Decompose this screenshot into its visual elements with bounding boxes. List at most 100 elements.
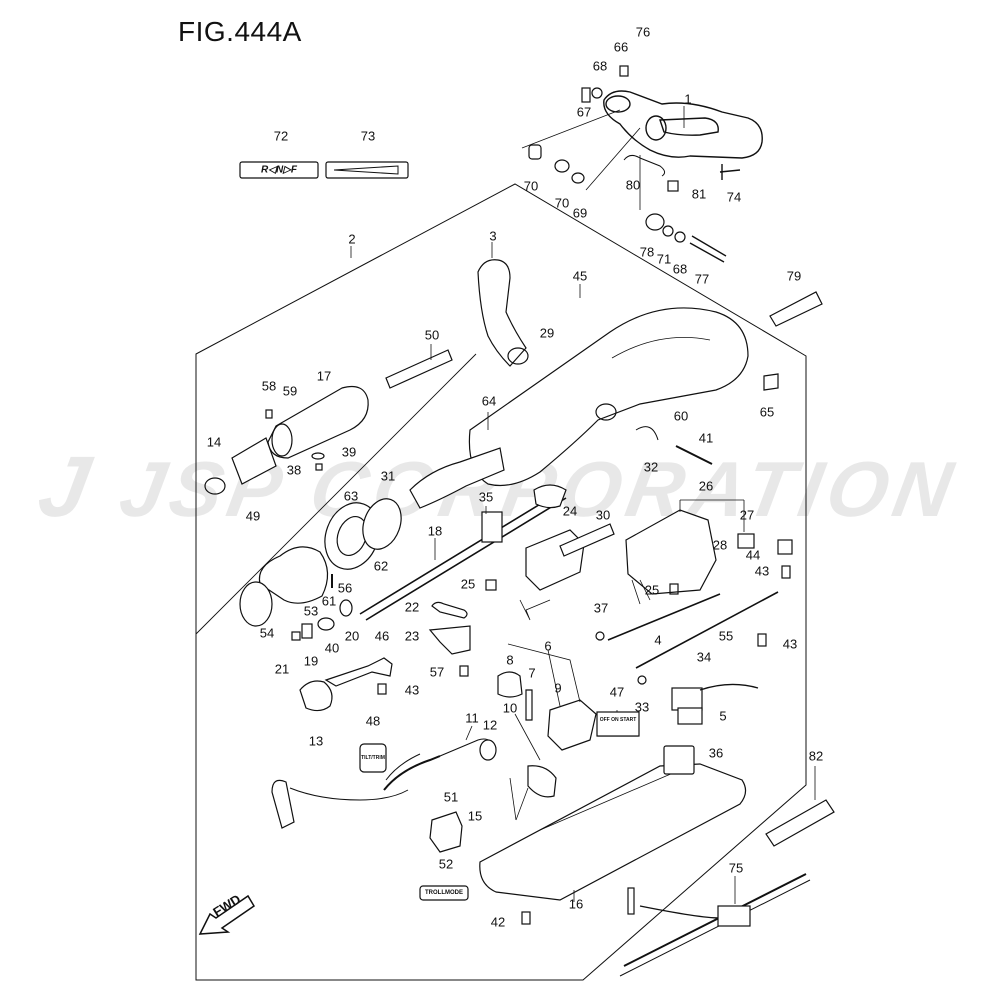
trim-decal-plate — [325, 161, 409, 179]
callout-6: 6 — [544, 638, 552, 654]
callout-75: 75 — [728, 860, 744, 876]
lock-tag-text: TROLLMODE — [425, 890, 463, 896]
callout-38: 38 — [286, 462, 302, 478]
callout-79: 79 — [786, 268, 802, 284]
callout-36: 36 — [708, 745, 724, 761]
callout-53: 53 — [303, 603, 319, 619]
callout-39: 39 — [341, 444, 357, 460]
callout-68b: 68 — [672, 261, 688, 277]
callout-78: 78 — [639, 244, 655, 260]
callout-69: 69 — [572, 205, 588, 221]
figure-title: FIG.444A — [178, 16, 302, 47]
callout-72: 72 — [273, 128, 289, 144]
small-fasteners — [377, 373, 791, 925]
callout-81: 81 — [691, 186, 707, 202]
lock-tag-52 — [419, 885, 469, 901]
callout-13: 13 — [308, 733, 324, 749]
callout-44: 44 — [745, 547, 761, 563]
callout-65: 65 — [759, 404, 775, 420]
callout-32: 32 — [643, 459, 659, 475]
callout-23: 23 — [404, 628, 420, 644]
callout-22: 22 — [404, 599, 420, 615]
actuator-assembly — [625, 509, 793, 605]
callout-67: 67 — [576, 104, 592, 120]
callout-25b: 25 — [644, 582, 660, 598]
callout-17: 17 — [316, 368, 332, 384]
callout-14: 14 — [206, 434, 222, 450]
callout-51: 51 — [443, 789, 459, 805]
callout-41: 41 — [698, 430, 714, 446]
callout-52: 52 — [438, 856, 454, 872]
shaft-assembly — [359, 447, 567, 621]
callout-82: 82 — [808, 748, 824, 764]
callout-49: 49 — [245, 508, 261, 524]
callout-66: 66 — [613, 39, 629, 55]
switch-51 — [429, 811, 463, 853]
callout-47: 47 — [609, 684, 625, 700]
callout-43c: 43 — [404, 682, 420, 698]
collar-53 — [258, 546, 329, 604]
cable-34 — [635, 591, 779, 669]
callout-9: 9 — [554, 680, 562, 696]
callout-2: 2 — [348, 231, 356, 247]
callout-45: 45 — [572, 268, 588, 284]
plate-30 — [559, 523, 615, 557]
callout-34: 34 — [696, 649, 712, 665]
leader-lines — [350, 106, 816, 904]
pin-82 — [765, 799, 835, 847]
lever-handle — [477, 259, 529, 367]
callout-18: 18 — [427, 523, 443, 539]
callout-58: 58 — [261, 378, 277, 394]
callout-54: 54 — [259, 625, 275, 641]
callout-77: 77 — [694, 271, 710, 287]
lever-23 — [428, 625, 471, 655]
callout-30: 30 — [595, 507, 611, 523]
bracket-assembly — [603, 90, 763, 159]
callout-35: 35 — [478, 489, 494, 505]
callout-55: 55 — [718, 628, 734, 644]
rod-75 — [619, 873, 811, 977]
callout-25a: 25 — [460, 576, 476, 592]
callout-31: 31 — [380, 468, 396, 484]
callout-4: 4 — [654, 632, 662, 648]
callout-57: 57 — [429, 664, 445, 680]
callout-71: 71 — [656, 251, 672, 267]
callout-43a: 43 — [754, 563, 770, 579]
pin-79 — [769, 291, 823, 327]
fwd-arrow-icon — [198, 894, 256, 935]
callout-42: 42 — [490, 914, 506, 930]
top-fasteners — [528, 65, 741, 263]
control-housing — [468, 307, 749, 487]
callout-76: 76 — [635, 24, 651, 40]
lanyard — [271, 738, 557, 829]
wire-harness-5 — [671, 683, 759, 725]
callout-16: 16 — [568, 896, 584, 912]
grip-assembly — [204, 349, 453, 495]
callout-12: 12 — [482, 717, 498, 733]
callout-68: 68 — [592, 58, 608, 74]
callout-10: 10 — [502, 700, 518, 716]
callout-70b: 70 — [554, 195, 570, 211]
small-parts-left — [291, 452, 353, 712]
callout-70a: 70 — [523, 178, 539, 194]
callout-80: 80 — [625, 177, 641, 193]
callout-50: 50 — [424, 327, 440, 343]
callout-63: 63 — [343, 488, 359, 504]
callout-3: 3 — [489, 228, 497, 244]
callout-37: 37 — [593, 600, 609, 616]
callout-59: 59 — [282, 383, 298, 399]
bracket-46 — [324, 657, 393, 687]
callout-29: 29 — [539, 325, 555, 341]
callout-33: 33 — [634, 699, 650, 715]
end-cap-54 — [239, 581, 273, 627]
switch-tag-47 — [596, 711, 640, 737]
callout-61: 61 — [321, 593, 337, 609]
lower-base — [479, 763, 747, 901]
callout-21: 21 — [274, 661, 290, 677]
callout-5: 5 — [719, 708, 727, 724]
callout-15: 15 — [467, 808, 483, 824]
callout-26: 26 — [698, 478, 714, 494]
callout-46: 46 — [374, 628, 390, 644]
callout-48: 48 — [365, 713, 381, 729]
